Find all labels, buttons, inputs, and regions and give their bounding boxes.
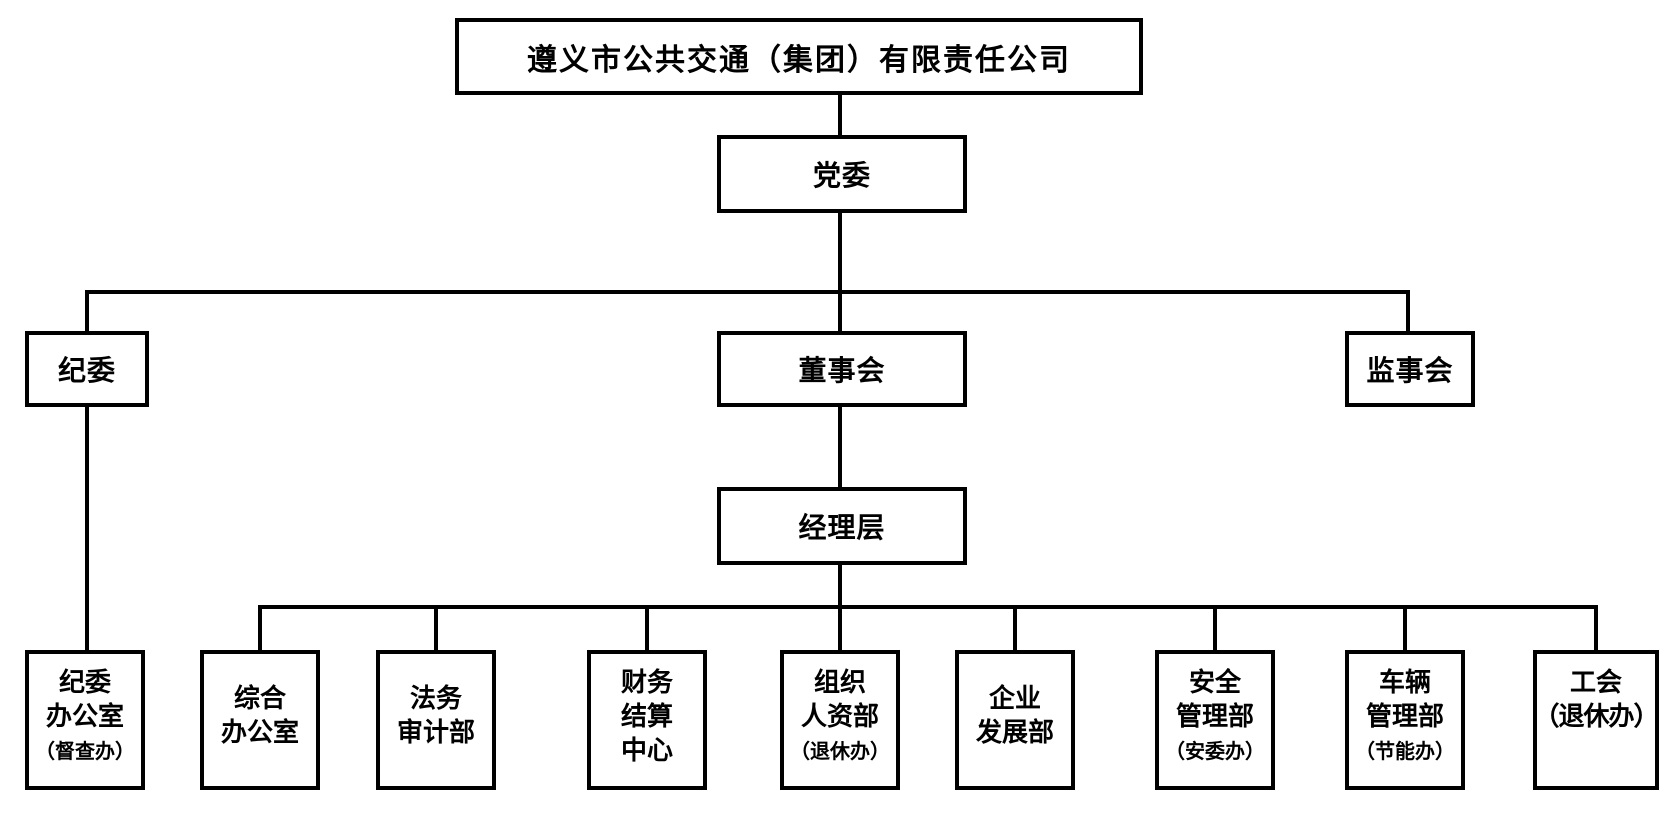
connector-drop-board	[838, 294, 842, 331]
dept-discipline-office-line1: 纪委	[58, 668, 111, 697]
dept-org-hr-sub: （退休办）	[790, 740, 890, 763]
dept-org-hr-line1: 组织	[813, 668, 866, 697]
connector-drop-enterprise	[1013, 609, 1017, 650]
connector-drop-supervisory	[1406, 294, 1410, 331]
node-management-team: 经理层	[717, 487, 967, 565]
node-supervisory-board: 监事会	[1345, 331, 1475, 407]
connector-drop-legal-audit	[434, 609, 438, 650]
dept-vehicle-mgmt-sub: （节能办）	[1355, 740, 1455, 763]
dept-vehicle-mgmt: 车辆 管理部 （节能办）	[1345, 650, 1465, 790]
connector-party-down	[838, 213, 842, 294]
connector-board-management	[838, 407, 842, 487]
dept-org-hr-line2: 人资部	[800, 701, 879, 731]
dept-vehicle-mgmt-line2: 管理部	[1365, 701, 1444, 731]
dept-labor-union: 工会 （退休办）	[1533, 650, 1660, 790]
dept-general-office-line2: 办公室	[220, 717, 299, 747]
node-discipline-committee: 纪委	[25, 331, 149, 407]
node-company-label: 遵义市公共交通（集团）有限责任公司	[527, 43, 1071, 77]
dept-safety-mgmt-sub: （安委办）	[1165, 740, 1265, 763]
dept-enterprise-dev-line2: 发展部	[975, 717, 1054, 747]
dept-enterprise-dev: 企业 发展部	[955, 650, 1075, 790]
node-board-of-directors: 董事会	[717, 331, 967, 407]
connector-level2-horizontal	[85, 290, 1410, 294]
dept-discipline-office: 纪委 办公室 （督查办）	[25, 650, 145, 790]
node-board-of-directors-label: 董事会	[798, 356, 886, 387]
node-management-team-label: 经理层	[798, 513, 886, 544]
dept-legal-audit-line1: 法务	[409, 684, 462, 713]
node-party-committee: 党委	[717, 135, 967, 213]
dept-labor-union-line2: （退休办）	[1533, 701, 1660, 731]
dept-labor-union-line1: 工会	[1569, 668, 1622, 697]
dept-general-office-line1: 综合	[233, 684, 286, 713]
connector-drop-general-office	[258, 609, 262, 650]
node-discipline-committee-label: 纪委	[57, 356, 116, 387]
connector-drop-discipline	[85, 294, 89, 331]
connector-company-party	[838, 95, 842, 135]
node-company: 遵义市公共交通（集团）有限责任公司	[455, 18, 1143, 95]
dept-org-hr: 组织 人资部 （退休办）	[780, 650, 900, 790]
dept-finance-settlement-line2: 结算	[620, 701, 673, 731]
connector-drop-finance	[645, 609, 649, 650]
dept-discipline-office-line2: 办公室	[45, 701, 124, 731]
dept-discipline-office-sub: （督查办）	[35, 740, 135, 763]
dept-enterprise-dev-line1: 企业	[988, 684, 1041, 713]
dept-finance-settlement-line1: 财务	[620, 668, 673, 697]
node-supervisory-board-label: 监事会	[1366, 356, 1454, 387]
dept-general-office: 综合 办公室	[200, 650, 320, 790]
connector-drop-union	[1594, 609, 1598, 650]
dept-legal-audit-line2: 审计部	[396, 717, 475, 747]
dept-safety-mgmt-line2: 管理部	[1175, 701, 1254, 731]
dept-safety-mgmt: 安全 管理部 （安委办）	[1155, 650, 1275, 790]
dept-vehicle-mgmt-line1: 车辆	[1378, 668, 1431, 697]
dept-finance-settlement-line3: 中心	[620, 735, 673, 765]
node-party-committee-label: 党委	[812, 161, 871, 192]
connector-depts-horizontal	[258, 605, 1598, 609]
connector-discipline-office	[85, 407, 89, 650]
dept-finance-settlement: 财务 结算 中心	[587, 650, 707, 790]
dept-safety-mgmt-line1: 安全	[1188, 668, 1241, 697]
connector-drop-safety	[1213, 609, 1217, 650]
connector-drop-vehicle	[1403, 609, 1407, 650]
dept-legal-audit: 法务 审计部	[376, 650, 496, 790]
